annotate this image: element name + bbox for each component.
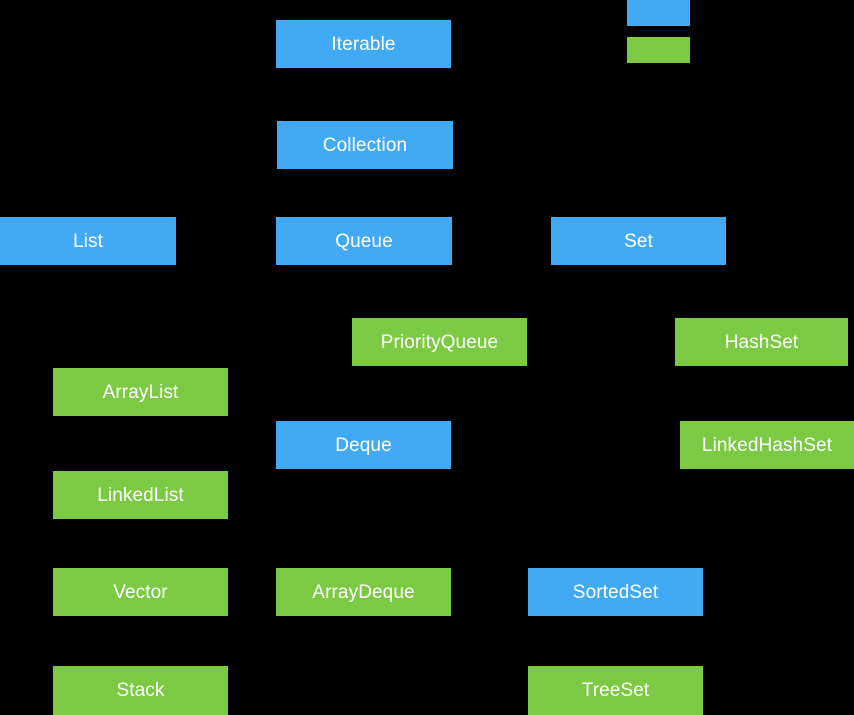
node-deque[interactable]: Deque: [276, 421, 451, 469]
node-linkedhashset[interactable]: LinkedHashSet: [680, 421, 854, 469]
node-arraylist[interactable]: ArrayList: [53, 368, 228, 416]
edge-set-to-collection: [364, 169, 640, 217]
node-label: PriorityQueue: [380, 331, 499, 353]
node-set[interactable]: Set: [551, 217, 726, 265]
node-label: Collection: [322, 134, 408, 156]
edge-vector-to-list: [87, 265, 142, 568]
node-label: HashSet: [724, 331, 799, 353]
node-queue[interactable]: Queue: [276, 217, 452, 265]
node-label: Deque: [335, 434, 392, 456]
edge-list-to-collection: [87, 169, 366, 217]
node-label: Stack: [116, 680, 165, 701]
node-hashset[interactable]: HashSet: [675, 318, 848, 366]
node-list[interactable]: List: [0, 217, 176, 265]
node-label: Set: [624, 230, 653, 252]
edge-arraylist-to-list: [87, 265, 142, 368]
edge-collection-to-iterable: [362, 68, 366, 121]
edge-hashset-to-set: [637, 265, 763, 318]
node-iterable[interactable]: Iterable: [276, 20, 451, 68]
node-label: SortedSet: [572, 581, 659, 603]
edge-queue-to-collection: [363, 169, 366, 217]
node-label: ArrayDeque: [312, 581, 415, 603]
edge-linkedhashset-to-hashset: [760, 366, 768, 421]
edge-sortedset-to-set: [614, 265, 640, 568]
node-label: TreeSet: [581, 680, 650, 701]
node-treeset[interactable]: TreeSet: [528, 666, 703, 715]
node-sortedset[interactable]: SortedSet: [528, 568, 703, 616]
node-label: LinkedHashSet: [701, 434, 833, 456]
node-collection[interactable]: Collection: [277, 121, 453, 169]
node-label: Vector: [113, 581, 168, 603]
node-linkedlist[interactable]: LinkedList: [53, 471, 228, 519]
node-vector[interactable]: Vector: [53, 568, 228, 616]
node-label: LinkedList: [97, 484, 184, 506]
node-stack[interactable]: Stack: [53, 666, 228, 715]
node-arraydeque[interactable]: ArrayDeque: [276, 568, 451, 616]
edge-priorityqueue-to-queue: [363, 265, 441, 318]
legend-swatch-interface: [627, 0, 690, 26]
legend-swatch-class: [627, 37, 690, 63]
node-label: List: [73, 230, 103, 252]
node-label: ArrayList: [102, 381, 179, 403]
node-label: Queue: [335, 230, 393, 252]
node-priorityqueue[interactable]: PriorityQueue: [352, 318, 527, 366]
node-label: Iterable: [331, 33, 396, 55]
